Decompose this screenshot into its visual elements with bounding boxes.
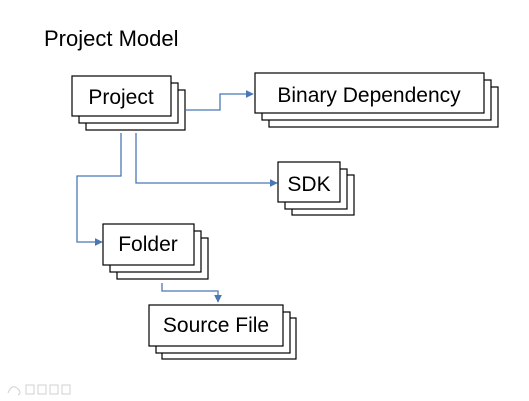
node-project: Project	[71, 75, 186, 131]
node-source-file-label: Source File	[163, 314, 269, 337]
connector-project-to-folder	[76, 133, 122, 246]
node-binary-dependency: Binary Dependency	[254, 72, 499, 128]
connector-folder-to-source-file	[161, 283, 222, 303]
node-source-file: Source File	[148, 304, 297, 360]
node-project-label: Project	[88, 86, 154, 109]
node-binary-dependency-label: Binary Dependency	[277, 84, 461, 107]
node-folder-label: Folder	[118, 233, 178, 256]
node-sdk-label: SDK	[287, 173, 330, 196]
watermark-logo	[7, 384, 71, 396]
diagram-title: Project Model	[44, 26, 179, 51]
node-folder: Folder	[102, 223, 209, 280]
connector-project-to-binary-dependency	[186, 90, 254, 111]
connector-project-to-sdk	[135, 133, 278, 187]
connectors	[76, 90, 278, 303]
node-sdk: SDK	[277, 161, 355, 216]
